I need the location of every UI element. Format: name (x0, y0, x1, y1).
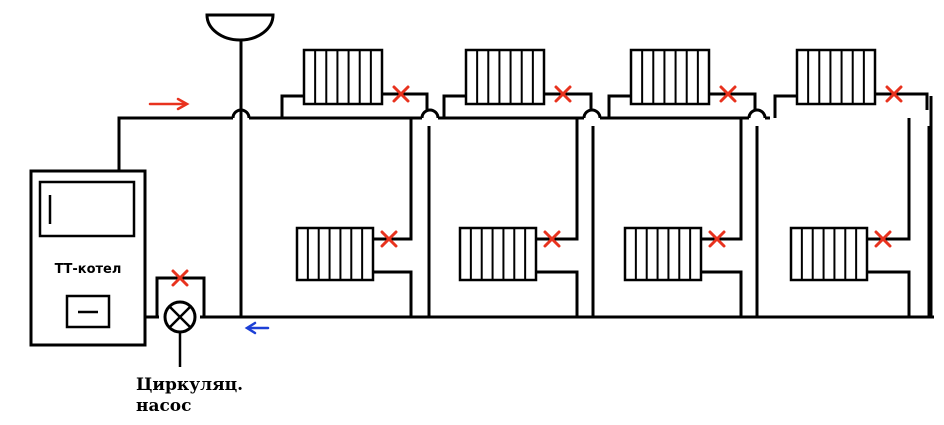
upper-radiator-3 (629, 48, 711, 106)
lower-radiator-1 (295, 226, 375, 282)
lower-radiator-valve-icon-3 (708, 230, 726, 248)
boiler: ТТ-котел (29, 169, 147, 347)
upper-radiator-valve-icon-3 (719, 85, 737, 103)
upper-radiator-valve-icon-1 (392, 85, 410, 103)
upper-radiator-1 (302, 48, 384, 106)
lower-radiator-outlet-2 (536, 270, 579, 317)
lower-radiator-supply-1 (373, 118, 413, 241)
pump-bypass-valve-icon (171, 269, 189, 287)
expansion-tank (205, 13, 275, 317)
lower-radiator-supply-3 (701, 118, 743, 241)
lower-radiator-valve-icon-2 (543, 230, 561, 248)
lower-radiator-supply-2 (536, 118, 579, 241)
upper-radiator-outlet-3 (709, 92, 757, 110)
lower-radiator-2 (458, 226, 538, 282)
upper-radiator-outlet-1 (382, 92, 429, 110)
circulation-pump (155, 276, 206, 367)
upper-radiator-2 (464, 48, 546, 106)
pump-label-line2: насос (136, 396, 192, 416)
upper-radiator-supply-1 (280, 94, 304, 118)
upper-radiator-supply-3 (607, 94, 631, 118)
lower-radiator-outlet-1 (373, 270, 413, 317)
supply-pipe (117, 108, 770, 171)
lower-radiator-outlet-3 (701, 270, 743, 317)
upper-radiator-supply-4 (773, 94, 797, 118)
upper-radiator-valve-icon-2 (554, 85, 572, 103)
upper-radiator-4 (795, 48, 877, 106)
return-arrow-icon (244, 321, 270, 335)
lower-radiator-valve-icon-1 (380, 230, 398, 248)
lower-radiator-supply-4 (867, 118, 911, 241)
lower-radiator-4 (789, 226, 869, 282)
pump-label-line1: Циркуляц. (136, 375, 243, 395)
lower-radiator-outlet-4 (867, 270, 911, 317)
lower-radiator-3 (623, 226, 703, 282)
lower-radiator-valve-icon-4 (874, 230, 892, 248)
supply-arrow-icon (148, 97, 190, 111)
upper-radiator-supply-2 (442, 94, 466, 118)
boiler-label: ТТ-котел (55, 262, 122, 277)
upper-radiator-valve-icon-4 (885, 85, 903, 103)
upper-radiator-outlet-2 (544, 92, 593, 110)
